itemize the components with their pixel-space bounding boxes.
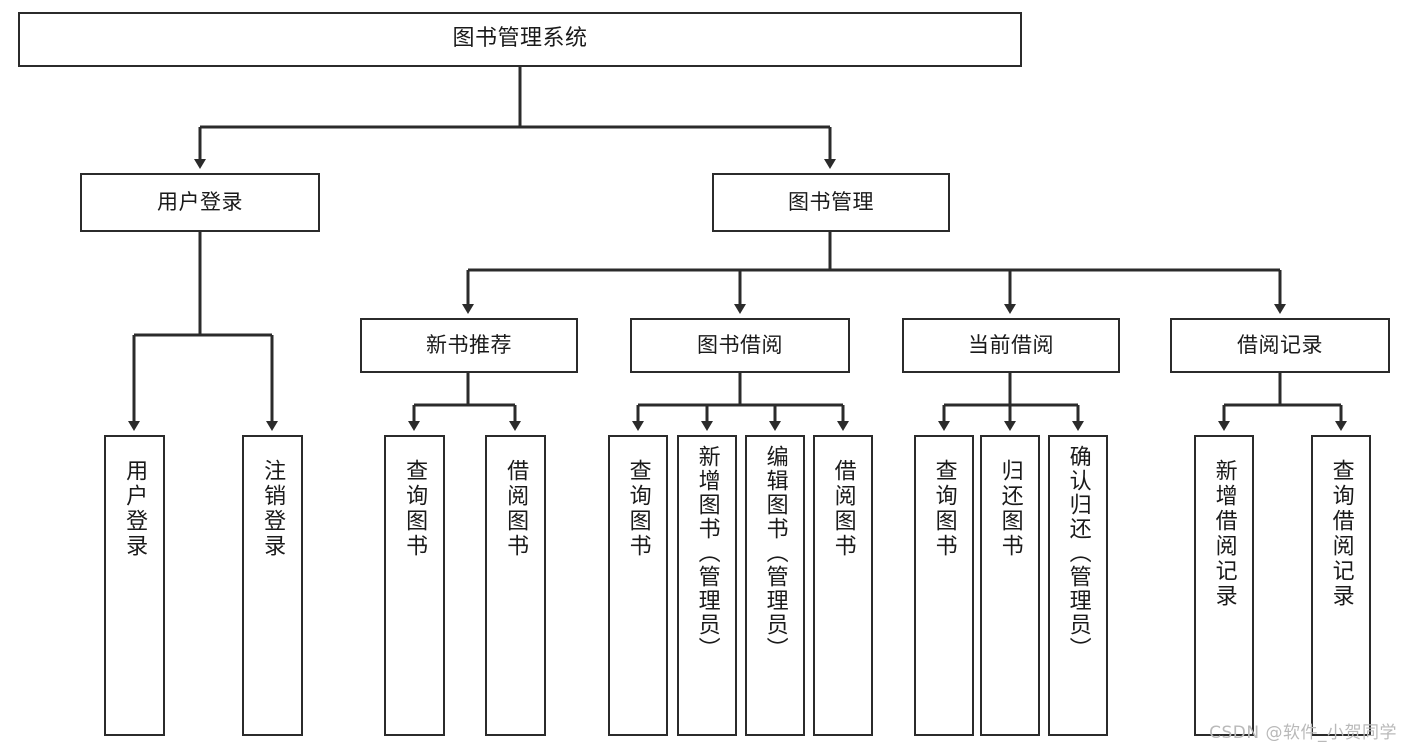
node-leaf-query-book-1[interactable]: 查询图书 [384, 435, 445, 736]
node-leaf-add-book[interactable]: 新增图书（管理员） [677, 435, 737, 736]
node-leaf-query-record-label: 查询借阅记录 [1328, 459, 1354, 609]
node-book-borrow-label: 图书借阅 [697, 332, 783, 357]
node-leaf-confirm-return[interactable]: 确认归还（管理员） [1048, 435, 1108, 736]
node-user-login[interactable]: 用户登录 [80, 173, 320, 232]
node-leaf-query-book-3[interactable]: 查询图书 [914, 435, 974, 736]
node-leaf-edit-book[interactable]: 编辑图书（管理员） [745, 435, 805, 736]
node-leaf-borrow-book-1[interactable]: 借阅图书 [485, 435, 546, 736]
node-borrow-record[interactable]: 借阅记录 [1170, 318, 1390, 373]
node-leaf-logout[interactable]: 注销登录 [242, 435, 303, 736]
watermark: CSDN @软件_小贺同学 [1209, 723, 1397, 743]
node-leaf-query-record[interactable]: 查询借阅记录 [1311, 435, 1371, 736]
node-leaf-query-book-2-label: 查询图书 [625, 459, 651, 559]
node-book-borrow[interactable]: 图书借阅 [630, 318, 850, 373]
node-leaf-query-book-3-label: 查询图书 [931, 459, 957, 559]
node-leaf-query-book-1-label: 查询图书 [402, 459, 428, 559]
node-new-book-rec[interactable]: 新书推荐 [360, 318, 578, 373]
node-current-borrow[interactable]: 当前借阅 [902, 318, 1120, 373]
node-current-borrow-label: 当前借阅 [968, 332, 1054, 357]
node-leaf-user-login[interactable]: 用户登录 [104, 435, 165, 736]
node-root[interactable]: 图书管理系统 [18, 12, 1022, 67]
node-book-manage[interactable]: 图书管理 [712, 173, 950, 232]
node-leaf-user-login-label: 用户登录 [122, 459, 148, 559]
node-leaf-return-book-label: 归还图书 [997, 459, 1023, 559]
node-leaf-borrow-book-2[interactable]: 借阅图书 [813, 435, 873, 736]
node-leaf-add-record[interactable]: 新增借阅记录 [1194, 435, 1254, 736]
node-new-book-rec-label: 新书推荐 [426, 332, 512, 357]
node-root-label: 图书管理系统 [452, 26, 588, 52]
node-leaf-confirm-return-label: 确认归还（管理员） [1065, 445, 1091, 661]
node-borrow-record-label: 借阅记录 [1237, 332, 1323, 357]
node-leaf-logout-label: 注销登录 [260, 459, 286, 559]
node-leaf-add-record-label: 新增借阅记录 [1211, 459, 1237, 609]
node-book-manage-label: 图书管理 [788, 189, 874, 214]
node-leaf-query-book-2[interactable]: 查询图书 [608, 435, 668, 736]
node-leaf-edit-book-label: 编辑图书（管理员） [762, 445, 788, 661]
node-leaf-borrow-book-1-label: 借阅图书 [503, 459, 529, 559]
node-leaf-return-book[interactable]: 归还图书 [980, 435, 1040, 736]
node-leaf-add-book-label: 新增图书（管理员） [694, 445, 720, 661]
node-user-login-label: 用户登录 [157, 189, 243, 214]
node-leaf-borrow-book-2-label: 借阅图书 [830, 459, 856, 559]
